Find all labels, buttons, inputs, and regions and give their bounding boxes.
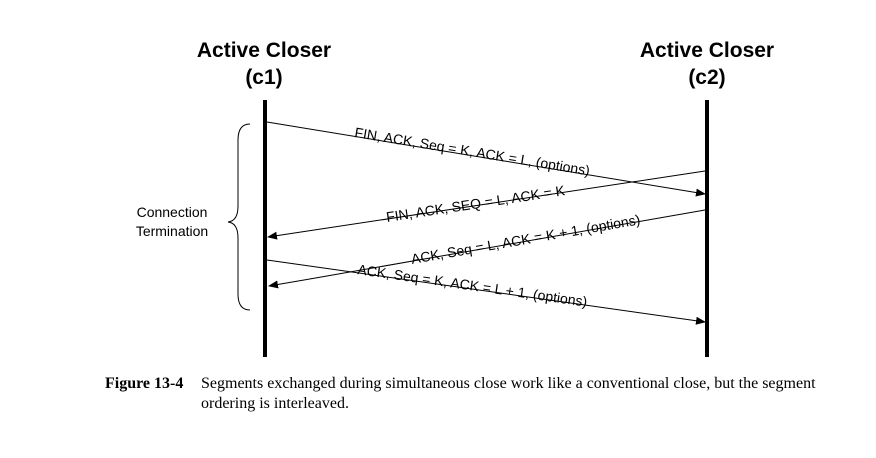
message-label-4: ACK, Seq = K, ACK = L + 1, (options) [357, 261, 589, 309]
figure-number: Figure 13-4 [105, 375, 184, 392]
phase-label-line2: Termination [136, 223, 208, 239]
left-host-id: (c1) [245, 66, 282, 89]
right-host-id: (c2) [688, 66, 725, 89]
phase-label-line1: Connection [137, 204, 208, 220]
message-label-2: FIN, ACK, SEQ = L, ACK = K [385, 182, 567, 225]
message-label-1: FIN, ACK, Seq = K, ACK = L, (options) [354, 124, 592, 178]
message-arrow-4 [266, 259, 706, 325]
message-label-3: ACK, Seq = L, ACK = K + 1, (options) [410, 211, 642, 267]
message-arrow-3-tip [268, 279, 305, 289]
right-host-name: Active Closer [640, 39, 774, 62]
left-host-name: Active Closer [197, 39, 331, 62]
figure-caption: Figure 13-4 Segments exchanged during si… [105, 374, 845, 414]
phase-brace [227, 123, 251, 311]
figure-caption-text: Segments exchanged during simultaneous c… [201, 375, 816, 412]
message-arrow-3 [303, 209, 706, 281]
message-arrow-2 [267, 170, 706, 240]
